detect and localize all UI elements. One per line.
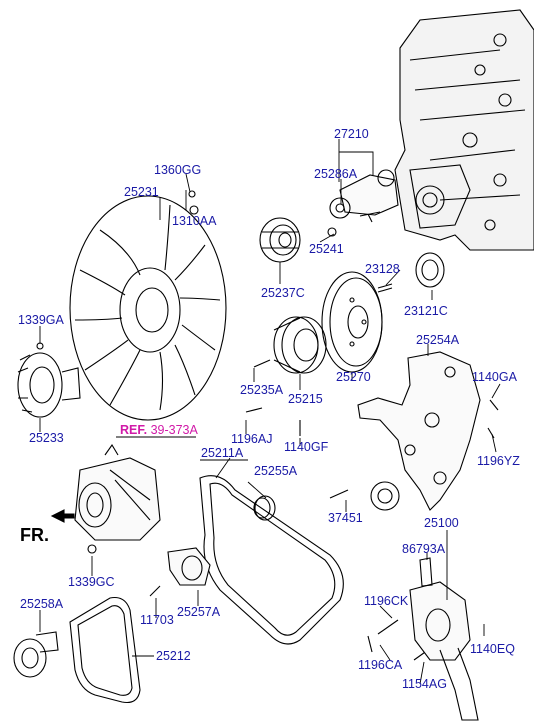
crank-pulley-25270	[321, 271, 383, 373]
part-label[interactable]: 25100	[424, 516, 459, 530]
part-label[interactable]: 1154AG	[402, 677, 447, 691]
cooling-fan-25231	[69, 195, 227, 421]
part-label[interactable]: 25235A	[240, 383, 284, 397]
part-label[interactable]: 27210	[334, 127, 369, 141]
part-label[interactable]: 25215	[288, 392, 323, 406]
part-label[interactable]: 86793A	[402, 542, 446, 556]
leader-lines	[39, 139, 501, 685]
part-label[interactable]: 1196CA	[358, 658, 403, 672]
idler-25255a	[253, 495, 276, 521]
water-pump-upper	[327, 169, 399, 237]
part-label[interactable]: 1360GG	[154, 163, 202, 177]
part-label[interactable]: 1310AA	[172, 214, 217, 228]
front-direction-label: FR.	[20, 525, 49, 545]
drive-belt-25212	[69, 596, 141, 704]
part-label[interactable]: 25270	[336, 370, 371, 384]
part-label[interactable]: 1339GC	[68, 575, 115, 589]
part-label[interactable]: 1339GA	[18, 313, 64, 327]
part-label[interactable]: 25233	[29, 431, 64, 445]
part-label[interactable]: 25255A	[254, 464, 298, 478]
part-label[interactable]: 37451	[328, 511, 363, 525]
seal-23121c	[377, 252, 445, 293]
front-direction-arrow	[50, 509, 75, 523]
part-label[interactable]: 23128	[365, 262, 400, 276]
part-label[interactable]: 25231	[124, 185, 159, 199]
part-label[interactable]: 25286A	[314, 167, 358, 181]
part-label[interactable]: 25212	[156, 649, 191, 663]
tensioner-25258a	[13, 631, 59, 678]
part-label[interactable]: 1196YZ	[477, 454, 520, 468]
part-label[interactable]: 1140EQ	[470, 642, 515, 656]
part-label[interactable]: 1196AJ	[231, 432, 273, 446]
idler-pulley-25237c	[259, 217, 301, 263]
water-pump-lower	[409, 557, 479, 721]
part-label[interactable]: 1196CK	[364, 594, 409, 608]
part-label[interactable]: 11703	[140, 613, 174, 627]
bolts	[87, 190, 499, 661]
part-label[interactable]: 25237C	[261, 286, 305, 300]
bracket-25254a	[357, 351, 481, 511]
drive-belt-25211a	[199, 475, 344, 645]
fan-clutch-25233	[17, 342, 81, 418]
part-label[interactable]: 25211A	[201, 446, 244, 460]
tensioner-25257a	[167, 547, 211, 586]
part-label[interactable]: 25258A	[20, 597, 64, 611]
ref-code: 39-373A	[150, 423, 198, 437]
ref-prefix: REF.	[120, 423, 148, 437]
part-label[interactable]: 25257A	[177, 605, 221, 619]
part-label[interactable]: 23121C	[404, 304, 448, 318]
part-label[interactable]: 1140GF	[284, 440, 329, 454]
part-label[interactable]: 25241	[309, 242, 344, 256]
part-label[interactable]: 25254A	[416, 333, 460, 347]
ref-link[interactable]: REF. 39-373A	[120, 424, 198, 437]
alternator	[74, 443, 161, 541]
pulley-25215	[273, 316, 327, 374]
part-label[interactable]: 1140GA	[472, 370, 517, 384]
engine-block	[394, 9, 534, 251]
